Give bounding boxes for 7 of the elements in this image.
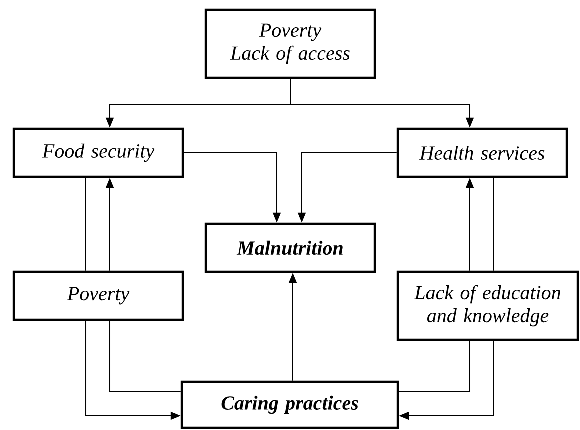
concept-box: Caring practices (180, 380, 400, 430)
concept-box: Malnutrition (204, 222, 376, 274)
concept-box: Poverty Lack of access (204, 8, 376, 80)
concept-box: Lack of education and knowledge (396, 270, 580, 342)
concept-box: Health services (396, 128, 568, 178)
concept-box: Poverty (12, 270, 184, 322)
concept-box: Food security (12, 128, 184, 178)
